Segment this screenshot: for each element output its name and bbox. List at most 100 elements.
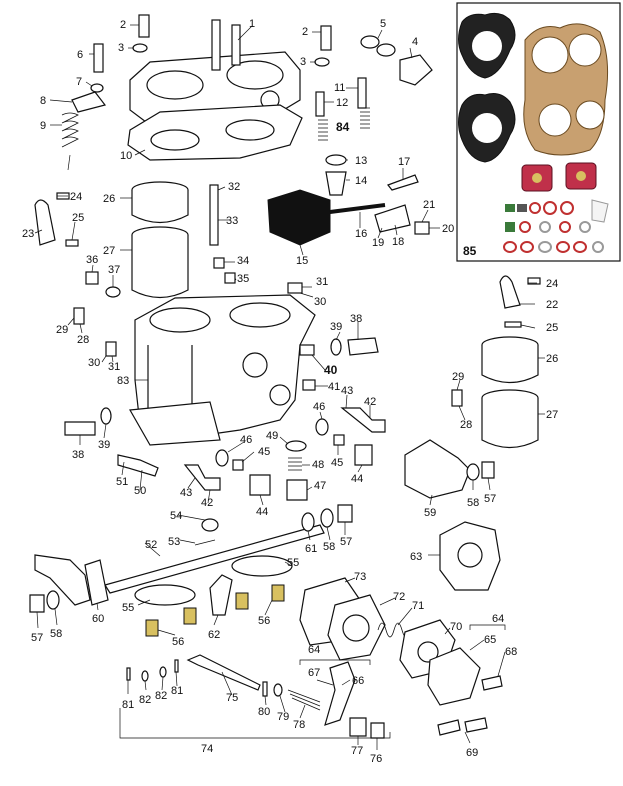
- throttle-lever-60: [34, 554, 109, 606]
- plug-44b: [249, 474, 271, 496]
- spring-9: [61, 112, 79, 171]
- screw-56d: [271, 584, 285, 602]
- label-40: 40: [324, 363, 338, 377]
- nut-57a: [29, 594, 45, 613]
- label-41: 41: [328, 381, 340, 393]
- screw-56a: [145, 619, 159, 637]
- jet-12: [315, 91, 325, 117]
- screw-42-43a: [340, 407, 386, 433]
- label-72: 72: [393, 591, 405, 603]
- label-79: 79: [277, 711, 289, 723]
- gasket-kit-box-85: [456, 2, 621, 262]
- label-60: 60: [92, 613, 104, 625]
- jet-45b: [232, 459, 244, 471]
- label-38a: 38: [72, 449, 84, 461]
- washer-3a: [132, 43, 148, 53]
- lever-62: [209, 574, 233, 616]
- label-27b: 27: [546, 409, 558, 421]
- label-55b: 55: [287, 557, 299, 569]
- label-51: 51: [116, 476, 128, 488]
- label-24b: 24: [546, 278, 558, 290]
- label-16: 16: [355, 228, 367, 240]
- label-58a: 58: [50, 628, 62, 640]
- label-19: 19: [372, 237, 384, 249]
- label-55a: 55: [122, 602, 134, 614]
- label-33: 33: [226, 215, 238, 227]
- label-50: 50: [134, 485, 146, 497]
- washer-61: [301, 512, 315, 532]
- screw-29-28b: [451, 389, 463, 407]
- label-31a: 31: [108, 361, 120, 373]
- label-81b: 81: [171, 685, 183, 697]
- gasket-black-lower: [458, 93, 516, 163]
- screw-56b: [183, 607, 197, 625]
- bracket-74: [119, 708, 391, 739]
- washer-58c: [466, 463, 480, 481]
- label-12: 12: [336, 97, 348, 109]
- screw-42-43b: [183, 464, 221, 491]
- nut-57c: [481, 461, 495, 479]
- label-7: 7: [76, 76, 82, 88]
- nut-77: [349, 717, 367, 737]
- screw-32-33: [209, 184, 219, 246]
- plug-38b: [347, 337, 379, 356]
- label-48: 48: [312, 459, 324, 471]
- label-57a: 57: [31, 632, 43, 644]
- label-46a: 46: [313, 401, 325, 413]
- label-64b: 64: [492, 613, 504, 625]
- label-29a: 29: [56, 324, 68, 336]
- label-57c: 57: [484, 493, 496, 505]
- screw-50-51: [117, 454, 159, 477]
- label-59: 59: [424, 507, 436, 519]
- label-82b: 82: [155, 690, 167, 702]
- clip-17: [387, 174, 419, 191]
- air-horn-bracket-22: [499, 275, 521, 309]
- washer-39b: [330, 338, 342, 356]
- plug-44a: [354, 444, 373, 466]
- jet-11: [357, 77, 367, 109]
- label-5: 5: [380, 18, 386, 30]
- label-3b: 3: [300, 56, 306, 68]
- label-26a: 26: [103, 193, 115, 205]
- float-needle-14: [325, 171, 347, 196]
- label-34: 34: [237, 255, 249, 267]
- label-26b: 26: [546, 353, 558, 365]
- label-10: 10: [120, 150, 132, 162]
- fitting-36: [85, 271, 99, 285]
- throttle-shaft-52: [104, 524, 325, 594]
- label-3a: 3: [118, 42, 124, 54]
- pump-diaphragm-72: [327, 594, 386, 661]
- label-57b: 57: [340, 536, 352, 548]
- label-21: 21: [423, 199, 435, 211]
- label-31b: 31: [316, 276, 328, 288]
- washer-7: [90, 83, 104, 93]
- air-filter-cap-26b: [481, 336, 539, 384]
- label-25a: 25: [72, 212, 84, 224]
- label-11: 11: [334, 82, 345, 94]
- plug-38a: [64, 421, 96, 436]
- label-9: 9: [40, 120, 46, 132]
- bracket-8: [71, 91, 107, 113]
- screw-29-28a: [73, 307, 85, 325]
- label-85: 85: [463, 244, 477, 258]
- air-horn-bracket-23: [34, 199, 56, 246]
- screw-6: [93, 43, 104, 73]
- label-39b: 39: [330, 321, 342, 333]
- label-25b: 25: [546, 322, 558, 334]
- label-30a: 30: [88, 357, 100, 369]
- washer-49: [285, 440, 307, 452]
- screw-35: [224, 272, 236, 284]
- air-filter-cap-26a: [131, 181, 189, 224]
- label-44a: 44: [351, 473, 363, 485]
- label-80: 80: [258, 706, 270, 718]
- bracket-64a: [299, 659, 371, 665]
- label-28a: 28: [77, 334, 89, 346]
- washer-58a: [46, 590, 60, 610]
- label-61: 61: [305, 543, 317, 555]
- label-52: 52: [145, 539, 157, 551]
- air-filter-27a: [131, 226, 189, 299]
- jet-40: [299, 344, 315, 356]
- spring-48: [288, 457, 302, 471]
- washer-39a: [100, 407, 112, 425]
- fitting-30-31a: [105, 341, 117, 357]
